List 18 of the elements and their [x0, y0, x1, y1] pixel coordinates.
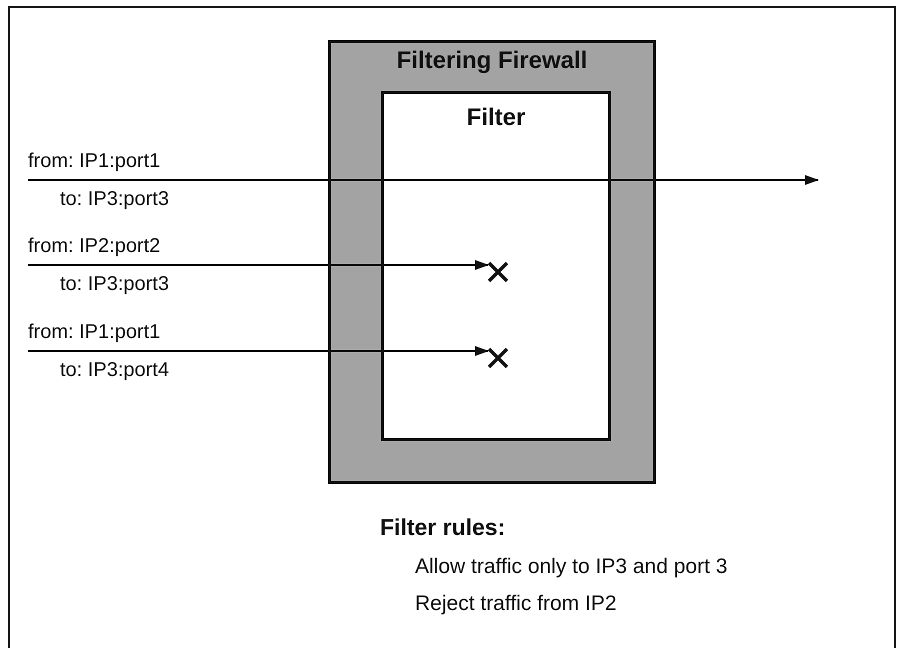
cross-mark — [486, 346, 510, 370]
source-address: from: IP2:port2 — [28, 234, 160, 259]
rule-text: Allow traffic only to IP3 and port 3 — [415, 555, 728, 579]
firewall-box — [328, 40, 656, 484]
destination-address: to: IP3:port4 — [60, 358, 169, 383]
rule-text: Reject traffic from IP2 — [415, 592, 617, 616]
source-address: from: IP1:port1 — [28, 320, 160, 345]
rules-heading: Filter rules: — [380, 514, 506, 541]
arrow — [28, 175, 819, 185]
filter-title: Filter — [466, 104, 526, 132]
filter-box — [381, 91, 611, 441]
firewall-title: Filtering Firewall — [396, 47, 588, 75]
destination-address: to: IP3:port3 — [60, 187, 169, 212]
cross-mark — [486, 260, 510, 284]
arrow — [28, 346, 489, 356]
destination-address: to: IP3:port3 — [60, 272, 169, 297]
source-address: from: IP1:port1 — [28, 149, 160, 174]
arrow — [28, 260, 489, 270]
